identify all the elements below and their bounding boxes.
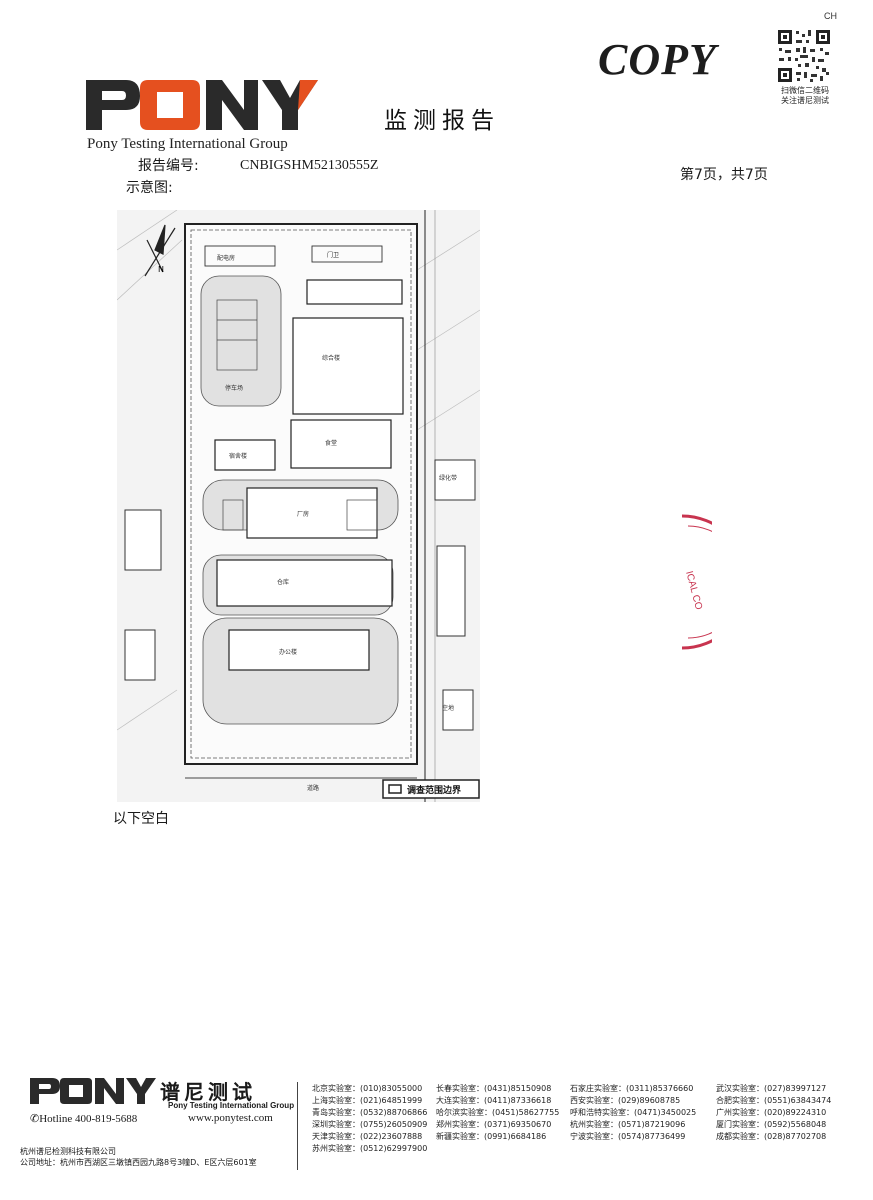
lab-column: 石家庄实验室：(0311)85376660 西安实验室：(029)8960878… [570, 1083, 696, 1143]
lab-entry: 杭州实验室：(0571)87219096 [570, 1120, 686, 1129]
lab-entry: 上海实验室：(021)64851999 [312, 1096, 423, 1105]
company-address: 公司地址：杭州市西湖区三墩镇西园九路8号3幢D、E区六层601室 [20, 1158, 257, 1167]
svg-text:空地: 空地 [442, 704, 454, 712]
lab-entry: 天津实验室：(022)23607888 [312, 1132, 423, 1141]
report-number-label: 报告编号: [138, 158, 199, 174]
svg-text:综合楼: 综合楼 [322, 354, 340, 362]
lab-entry: 广州实验室：(020)89224310 [716, 1108, 827, 1117]
qr-caption-line: 扫微信二维码 [781, 86, 829, 95]
footer-brand-cn: 谱尼测试 [160, 1080, 256, 1104]
lab-entry: 青岛实验室：(0532)88706866 [312, 1108, 428, 1117]
qr-caption: 扫微信二维码 关注谱尼测试 [760, 86, 850, 106]
svg-text:宿舍楼: 宿舍楼 [229, 452, 247, 460]
lab-entry: 石家庄实验室：(0311)85376660 [570, 1084, 694, 1093]
lab-entry: 长春实验室：(0431)85150908 [436, 1084, 552, 1093]
lab-entry: 呼和浩特实验室：(0471)3450025 [570, 1108, 697, 1117]
lab-entry: 新疆实验室：(0991)6684186 [436, 1132, 547, 1141]
svg-text:门卫: 门卫 [327, 251, 339, 259]
svg-text:ICAL CO: ICAL CO [683, 570, 704, 611]
company-name: 杭州谱尼检测科技有限公司 [20, 1147, 116, 1156]
hotline-text: Hotline 400-819-5688 [39, 1113, 138, 1125]
site-plan-diagram: N 综合楼 宿舍楼 食堂 门 [117, 210, 480, 802]
lab-column: 长春实验室：(0431)85150908 大连实验室：(0411)8733661… [436, 1083, 559, 1143]
lab-entry: 宁波实验室：(0574)87736499 [570, 1132, 686, 1141]
lab-entry: 哈尔滨实验室：(0451)58627755 [436, 1108, 560, 1117]
blank-note: 以下空白 [113, 811, 169, 827]
svg-text:道路: 道路 [307, 784, 319, 792]
lab-entry: 郑州实验室：(0371)69350670 [436, 1120, 552, 1129]
lab-entry: 厦门实验室：(0592)5568048 [716, 1120, 827, 1129]
lab-entry: 西安实验室：(029)89608785 [570, 1096, 681, 1105]
svg-text:N: N [158, 265, 164, 274]
svg-text:绿化带: 绿化带 [439, 474, 457, 482]
report-title: 监测报告 [384, 108, 500, 134]
lab-column: 武汉实验室：(027)83997127 合肥实验室：(0551)63843474… [716, 1083, 831, 1143]
diagram-label: 示意图: [126, 180, 173, 196]
svg-text:厂房: 厂房 [297, 510, 309, 518]
page-info: 第7页，共7页 [680, 167, 768, 183]
footer-brand-en: Pony Testing International Group [168, 1101, 295, 1110]
copy-watermark: COPY [598, 35, 717, 84]
website-link[interactable]: www.ponytest.com [188, 1112, 273, 1124]
qr-code-icon [776, 28, 832, 84]
lab-entry: 合肥实验室：(0551)63843474 [716, 1096, 832, 1105]
legend-label: 调查范围边界 [407, 784, 461, 796]
company-seal: ICAL CO [681, 514, 712, 650]
lab-entry: 北京实验室：(010)83055000 [312, 1084, 423, 1093]
company-info: 杭州谱尼检测科技有限公司 公司地址：杭州市西湖区三墩镇西园九路8号3幢D、E区六… [20, 1146, 257, 1168]
footer-pony-logo [30, 1078, 156, 1104]
phone-icon: ✆ [30, 1113, 40, 1125]
north-arrow-icon [144, 224, 176, 277]
svg-text:办公楼: 办公楼 [279, 648, 297, 656]
hotline: ✆Hotline 400-819-5688 [30, 1112, 137, 1125]
corner-mark: CH [824, 11, 837, 21]
svg-text:停车场: 停车场 [225, 384, 243, 392]
footer-divider [297, 1082, 298, 1170]
lab-entry: 大连实验室：(0411)87336618 [436, 1096, 552, 1105]
svg-text:配电房: 配电房 [217, 254, 235, 262]
lab-entry: 成都实验室：(028)87702708 [716, 1132, 827, 1141]
lab-entry: 深圳实验室：(0755)26050909 [312, 1120, 428, 1129]
pony-logo [86, 80, 318, 130]
report-number: CNBIGSHM52130555Z [240, 158, 379, 173]
lab-entry: 武汉实验室：(027)83997127 [716, 1084, 827, 1093]
lab-entry: 苏州实验室：(0512)62997900 [312, 1144, 428, 1153]
svg-text:食堂: 食堂 [325, 439, 337, 447]
logo-subtitle: Pony Testing International Group [87, 136, 288, 152]
qr-caption-line: 关注谱尼测试 [781, 96, 829, 105]
svg-text:仓库: 仓库 [277, 578, 289, 586]
lab-column: 北京实验室：(010)83055000 上海实验室：(021)64851999 … [312, 1083, 427, 1155]
